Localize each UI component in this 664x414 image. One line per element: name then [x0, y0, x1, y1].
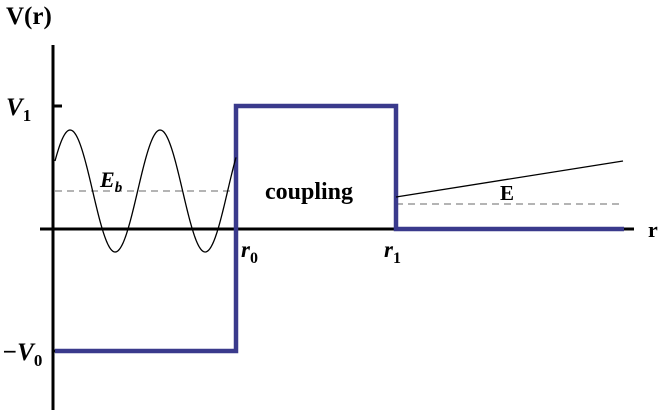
label-eb: Eb — [99, 167, 123, 196]
label-r1: r1 — [384, 237, 401, 267]
label-v0: −V0 — [2, 339, 42, 370]
x-axis-label: r — [648, 217, 658, 242]
label-coupling: coupling — [265, 179, 353, 205]
label-r0: r0 — [241, 237, 258, 267]
y-axis-label: V(r) — [6, 3, 52, 30]
label-v1: V1 — [6, 94, 31, 125]
potential-curve — [55, 103, 624, 354]
outgoing-wave-line — [395, 160, 624, 198]
bound-wavefunction — [54, 129, 237, 253]
label-e: E — [500, 181, 514, 205]
